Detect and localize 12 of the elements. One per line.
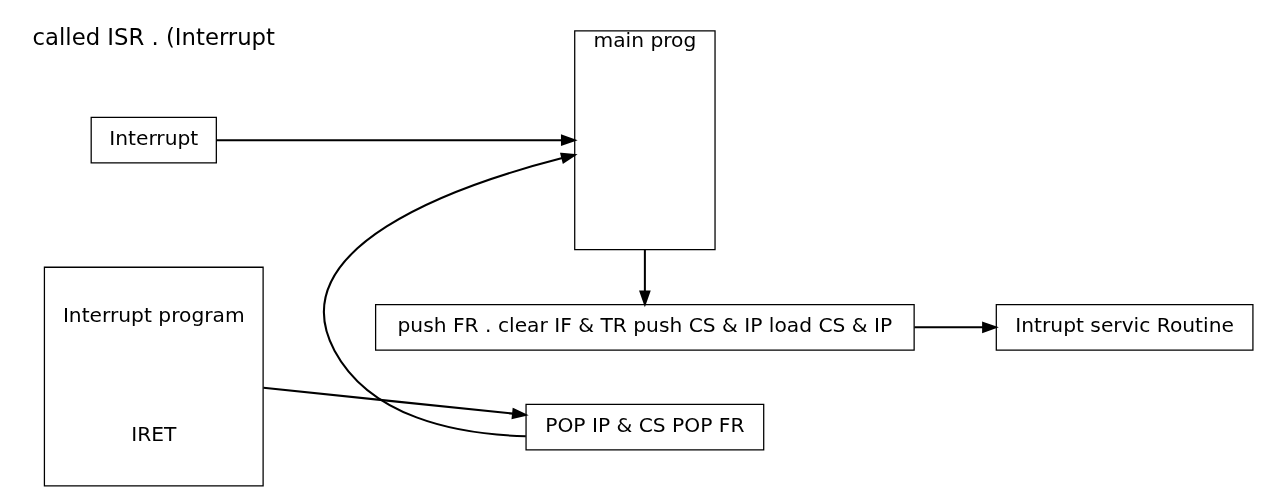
arrow	[639, 249, 651, 308]
node-box: Interrupt	[90, 116, 217, 164]
label: called ISR . (Interrupt	[32, 23, 275, 50]
node-box: main prog	[574, 30, 716, 251]
node-box: Intrupt servic Routine	[995, 303, 1254, 351]
node-box: POP IP & CS POP FR	[525, 403, 765, 451]
arrow	[914, 321, 999, 334]
node-box: Interrupt program IRET	[43, 266, 264, 487]
arrow	[323, 152, 578, 438]
node-box: push FR . clear IF & TR push CS & IP load CS & IP	[375, 303, 915, 351]
arrow	[216, 134, 578, 147]
arrow	[263, 386, 529, 420]
